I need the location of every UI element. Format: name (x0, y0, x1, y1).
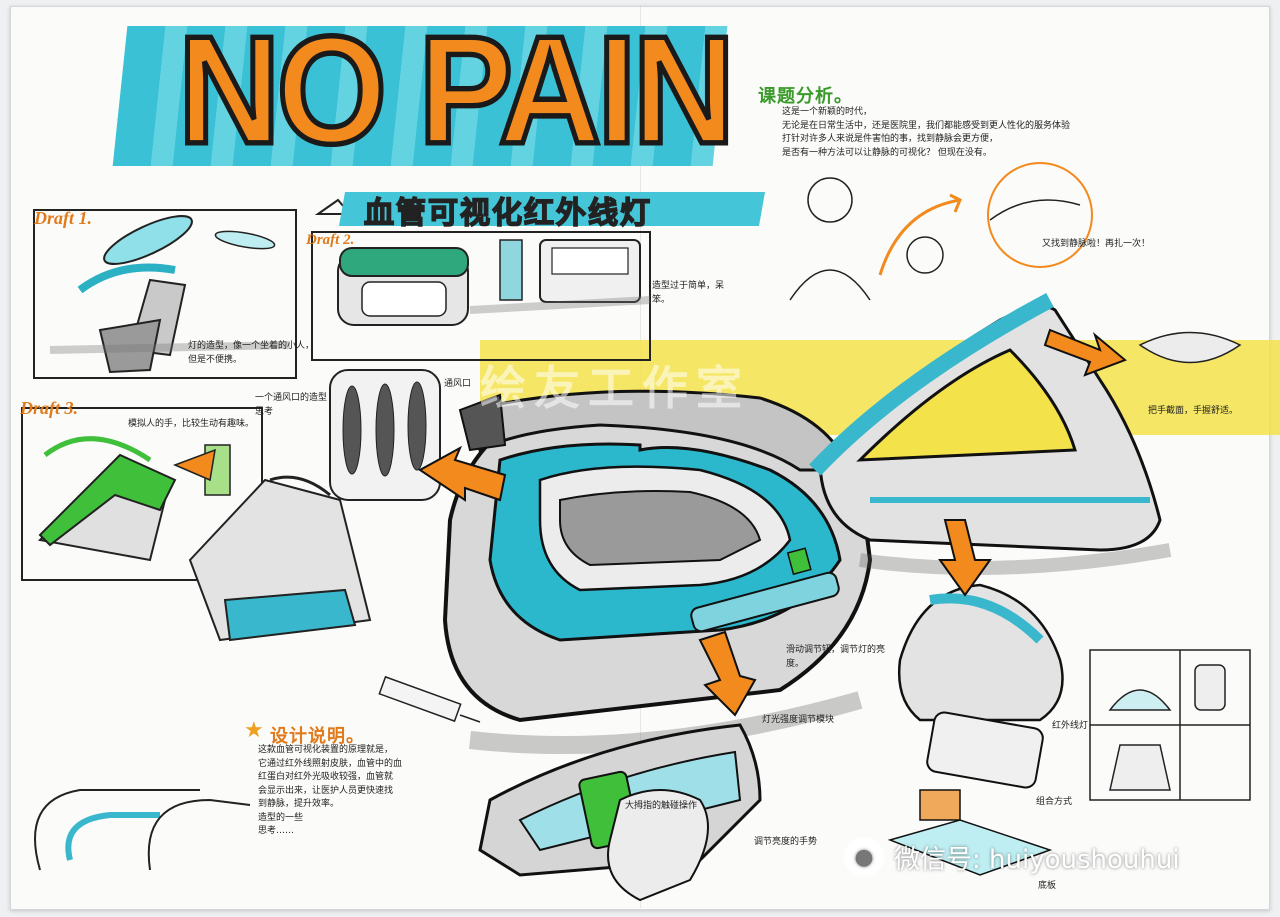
analysis-dialog: 又找到静脉啦！再扎一次！ (1042, 239, 1151, 249)
design-heading: 设计说明。 (270, 726, 365, 747)
draft2-note: 造型过于简单，呆笨。 (652, 281, 725, 305)
vent-note: 一个通风口的造型思考 (255, 393, 328, 417)
design-line: 思考…… (258, 826, 295, 836)
cross-section-grid (1089, 649, 1251, 801)
right-device-sketch (809, 292, 1172, 575)
analysis-heading: 课题分析。 (758, 86, 853, 107)
light-strength-note: 灯光强度调节模块 (762, 715, 835, 725)
page-title: NO PAIN (175, 4, 737, 177)
arrow-down-icon (938, 519, 992, 597)
studio-watermark: 绘友工作室 (480, 361, 750, 415)
analysis-text: 这是一个新颖的时代， 无论是在日常生活中，还是医院里，我们都能感受到更人性化的服… (782, 106, 1252, 160)
bottom-right-device-sketch (887, 583, 1064, 876)
thumb-note: 大拇指的触碰操作 (625, 801, 698, 811)
design-line: 这款血管可视化装置的原理就是， (258, 745, 394, 755)
arrow-left-icon (418, 445, 507, 502)
draft3-note: 模拟人的手，比较生动有趣味。 (128, 419, 255, 429)
vent-sketch (329, 369, 441, 501)
wechat-id: 微信号: huiyoushouhui (894, 844, 1180, 875)
vent-label: 通风口 (444, 379, 472, 389)
lower-left-sketch (34, 789, 251, 871)
subtitle: 血管可视化红外线灯 (363, 195, 652, 232)
small-device-sketch (188, 475, 372, 642)
title-block: NO PAIN (112, 4, 740, 184)
design-line: 它通过红外线照射皮肤，血管中的血 (258, 758, 403, 769)
design-line: 造型的一些 (258, 812, 304, 823)
draft2-frame (311, 231, 651, 361)
design-line: 红蛋白对红外光吸收较强，血管就 (258, 772, 394, 782)
orange-arrows (418, 328, 1127, 717)
handle-note: 把手截面，手握舒适。 (1148, 406, 1239, 416)
subtitle-block: 血管可视化红外线灯 (312, 184, 765, 232)
analysis-line: 打针对许多人来说是件害怕的事，找到静脉会更方便， (782, 134, 999, 144)
draft2-label: Draft 2. (306, 232, 355, 248)
analysis-line: 无论是在日常生活中，还是医院里，我们都能感受到更人性化的服务体验 (782, 120, 1071, 131)
wechat-watermark: ● 微信号: huiyoushouhui (844, 834, 1254, 880)
analysis-sketch (789, 162, 1242, 364)
analysis-line: 这是一个新颖的时代， (782, 107, 873, 117)
design-line: 到静脉，提升效率。 (258, 799, 340, 809)
design-text: 这款血管可视化装置的原理就是， 它通过红外线照射皮肤，血管中的血 红蛋白对红外光… (258, 744, 468, 839)
syringe-sketch (378, 675, 481, 723)
slider-panel-sketch (478, 723, 762, 902)
analysis-line: 是否有一种方法可以让静脉的可视化？ 但现在没有。 (782, 147, 992, 158)
combo-note: 组合方式 (1036, 797, 1073, 807)
draft1-lamp-sketch (49, 215, 291, 374)
arrow-down-bottom-icon (698, 630, 757, 717)
draft2-box-sketch (337, 239, 651, 326)
draft1-frame (33, 209, 297, 379)
wechat-icon: ● (844, 837, 884, 877)
draft1-note: 灯的造型，像一个坐着的小人，但是不便携。 (188, 341, 315, 365)
draft1-label: Draft 1. (34, 208, 92, 228)
draft3-label: Draft 3. (20, 398, 78, 418)
draft3-hand-sketch (37, 436, 231, 562)
slider-note: 滑动调节钮，调节灯的亮度。 (786, 645, 886, 669)
design-line: 会显示出来，让医护人员更快速找 (258, 785, 394, 796)
star-icon: ★ (244, 718, 264, 743)
main-device-sketch (442, 389, 873, 754)
bottom-note: 调节亮度的手势 (754, 837, 818, 847)
base-note: 底板 (1038, 881, 1057, 891)
side-note: 红外线灯 (1052, 721, 1089, 731)
arrow-right-icon (1043, 328, 1127, 377)
